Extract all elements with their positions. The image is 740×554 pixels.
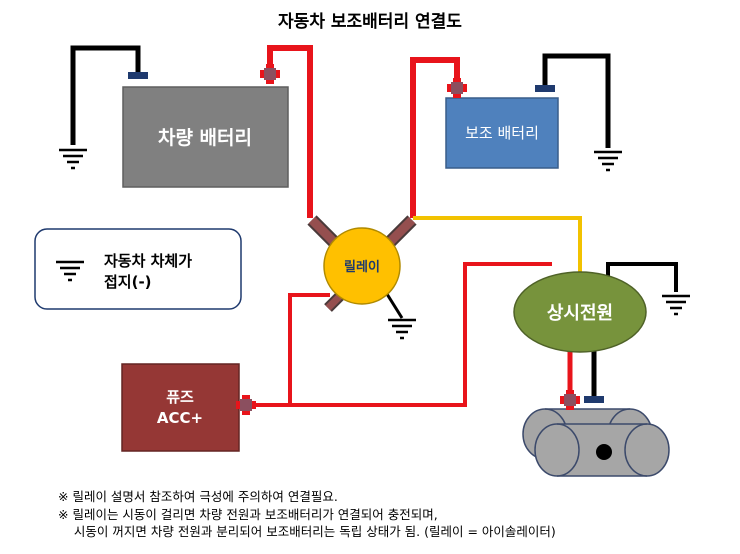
main-battery-terminal-negative bbox=[128, 72, 148, 79]
relay-to-fuse-wire bbox=[252, 293, 330, 407]
constant-power-ground-wire bbox=[606, 262, 678, 292]
aux-battery-positive-wire bbox=[410, 57, 460, 218]
aux-battery-terminal-negative bbox=[535, 85, 555, 92]
relay-ground-icon bbox=[386, 318, 418, 340]
fuse-plus-icon bbox=[236, 395, 256, 415]
legend-box bbox=[34, 228, 242, 310]
aux-battery-label: 보조 배터리 bbox=[465, 124, 539, 142]
device-icon bbox=[522, 408, 670, 477]
note-line-3: 시동이 꺼지면 차량 전원과 분리되어 보조배터리는 독립 상태가 됨. (릴레… bbox=[58, 524, 556, 539]
main-battery-negative-wire bbox=[70, 45, 141, 145]
diagram-title: 자동차 보조배터리 연결도 bbox=[278, 12, 462, 32]
legend-text-line1: 자동차 차체가 bbox=[104, 252, 192, 270]
aux-battery-ground-icon bbox=[592, 150, 624, 172]
relay-label: 릴레이 bbox=[344, 259, 380, 275]
main-battery-ground-icon bbox=[57, 148, 89, 170]
main-battery bbox=[122, 86, 289, 188]
constant-power bbox=[513, 271, 647, 353]
relay-to-constant-power-wire bbox=[413, 216, 582, 278]
aux-battery-plus-icon bbox=[447, 78, 467, 98]
constant-power-ground-icon bbox=[660, 294, 692, 316]
note-line-1: ※ 릴레이 설명서 참조하여 극성에 주의하여 연결필요. bbox=[58, 489, 338, 504]
device-terminal-negative bbox=[584, 396, 604, 403]
constant-power-label: 상시전원 bbox=[547, 303, 613, 324]
main-battery-positive-wire bbox=[267, 45, 313, 218]
fuse-label-line2: ACC+ bbox=[157, 409, 203, 427]
note-line-2: ※ 릴레이는 시동이 걸리면 차량 전원과 보조배터리가 연결되어 충전되며, bbox=[58, 507, 438, 522]
legend-text-line2: 접지(-) bbox=[104, 273, 152, 291]
constant-power-to-fuse-wire bbox=[290, 262, 552, 407]
device-plus-icon bbox=[560, 390, 580, 410]
aux-battery bbox=[445, 97, 559, 169]
fuse-label-line1: 퓨즈 bbox=[166, 388, 194, 406]
main-battery-label: 차량 배터리 bbox=[158, 127, 252, 149]
main-battery-plus-icon bbox=[260, 64, 280, 84]
relay bbox=[323, 227, 401, 305]
fuse bbox=[121, 363, 240, 452]
aux-battery-negative-wire bbox=[542, 53, 611, 148]
